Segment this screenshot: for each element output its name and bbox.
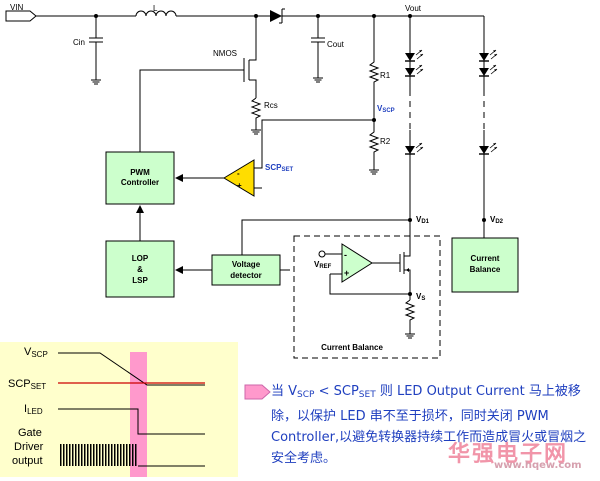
resistor-divider: R1 R2 VSCP: [368, 14, 395, 175]
rcs-label: Rcs: [264, 101, 278, 110]
svg-text:+: +: [344, 268, 349, 278]
svg-text:detector: detector: [230, 271, 262, 280]
vs-label: VS: [416, 292, 425, 302]
explanation-note: 当 VSCP < SCPSET 则 LED Output Current 马上被…: [271, 384, 587, 466]
watermark-url: www.hqew.com: [494, 460, 582, 471]
timing-output-label: output: [12, 455, 43, 467]
cb-frame-label: Current Balance: [321, 343, 383, 352]
capacitor-cout: Cout: [311, 14, 345, 83]
timing-scpset-label: SCPSET: [8, 378, 46, 391]
timing-diagram: VSCP SCPSET ILED Gate Driver output: [0, 342, 238, 477]
current-balance-frame: Current Balance - + VREF VS: [293, 235, 441, 359]
svg-text:-: -: [344, 250, 347, 260]
cin-label: Cin: [73, 38, 85, 47]
timing-driver-label: Driver: [14, 441, 44, 453]
note-arrow: [244, 384, 271, 400]
svg-text:PWM: PWM: [130, 168, 150, 177]
comp-plus: +: [237, 181, 242, 190]
scpset-label: SCPSET: [265, 163, 293, 173]
inductor-l: L: [135, 4, 177, 17]
svg-text:&: &: [137, 265, 143, 274]
svg-text:Voltage: Voltage: [232, 260, 261, 269]
vscp-label: VSCP: [377, 104, 395, 114]
svg-text:Controller: Controller: [121, 178, 159, 187]
svg-text:Current: Current: [471, 254, 500, 263]
inductor-label: L: [153, 4, 158, 13]
scp-comparator: - + SCPSET: [175, 119, 374, 197]
watermark-cn: 华强电子网: [448, 442, 569, 467]
vin-label: VIN: [10, 3, 24, 12]
vref-label: VREF: [314, 260, 332, 270]
capacitor-cin: Cin: [73, 14, 103, 85]
vd1-label: VD1: [416, 215, 430, 225]
r2-label: R2: [380, 137, 391, 146]
nmos-label: NMOS: [213, 49, 237, 58]
timing-vscp-label: VSCP: [24, 346, 48, 359]
lop-lsp-block: LOP & LSP: [105, 205, 175, 298]
vout-label: Vout: [405, 4, 422, 13]
vin-terminal: VIN: [5, 3, 37, 22]
svg-text:LSP: LSP: [132, 276, 148, 285]
led-string-2: VD2: [478, 16, 504, 238]
led-string-1: VD1: [404, 16, 430, 240]
watermark: 华强电子网 www.hqew.com: [448, 436, 582, 471]
r1-label: R1: [380, 71, 391, 80]
timing-iled-label: ILED: [24, 403, 43, 416]
nmos-transistor: NMOS: [139, 14, 258, 98]
svg-text:LOP: LOP: [132, 254, 149, 263]
svg-text:Balance: Balance: [470, 265, 501, 274]
comp-minus: -: [237, 169, 240, 178]
voltage-detector-block: Voltage detector: [175, 219, 410, 286]
vd2-label: VD2: [490, 215, 504, 225]
cout-label: Cout: [327, 40, 345, 49]
resistor-rcs: Rcs: [250, 97, 278, 135]
gate-driver-pulses: [60, 444, 137, 466]
pwm-controller-block: PWM Controller: [105, 92, 175, 205]
timing-gate-label: Gate: [18, 427, 42, 439]
current-balance-block: Current Balance: [451, 237, 519, 293]
